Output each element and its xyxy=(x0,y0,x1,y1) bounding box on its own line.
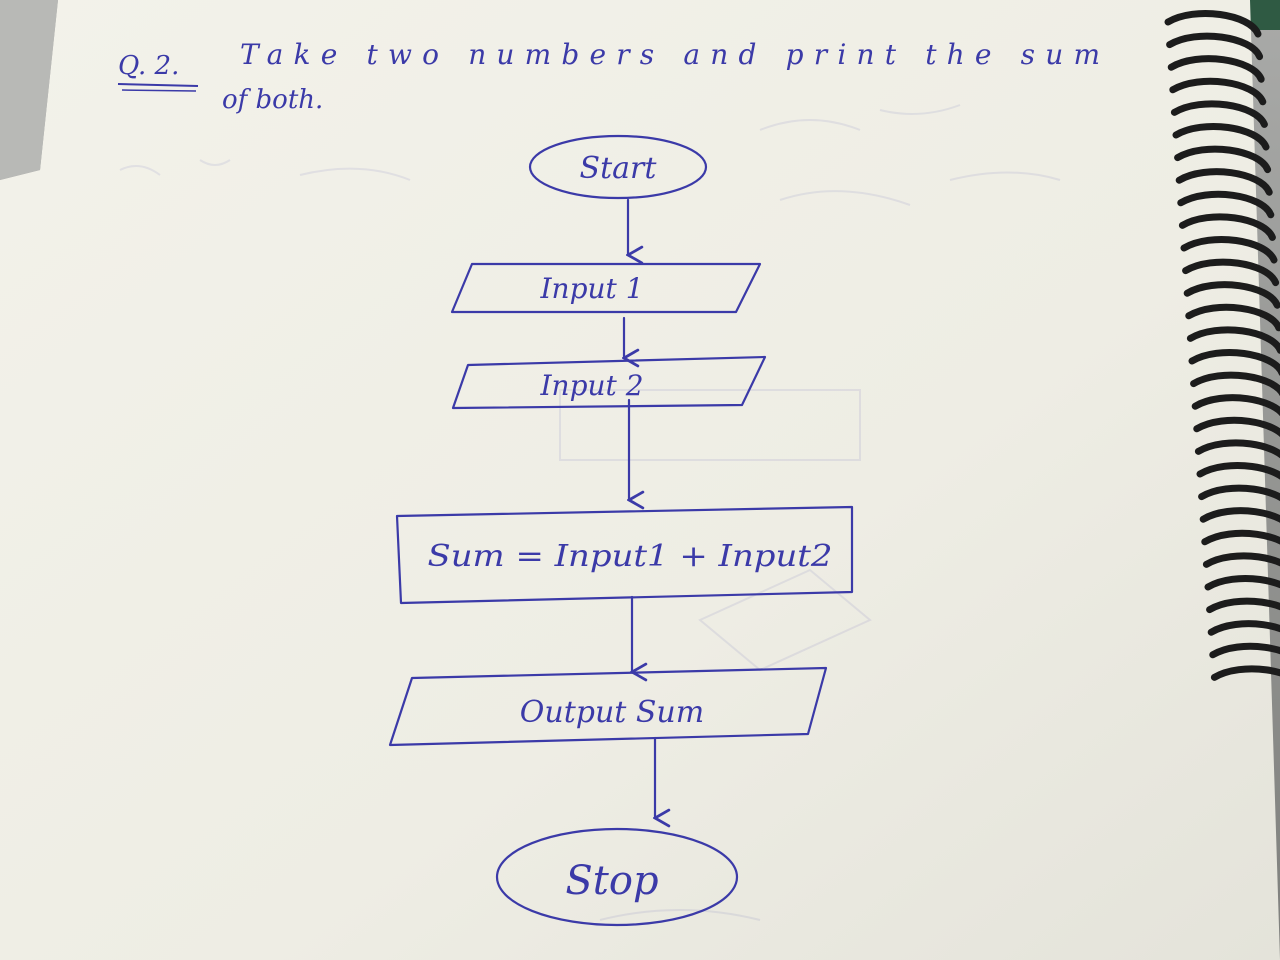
output-shape xyxy=(388,666,828,747)
spiral-loop xyxy=(1201,529,1280,546)
spiral-loop xyxy=(1202,552,1280,568)
spiral-loop xyxy=(1210,665,1280,681)
input2-label: Input 2 xyxy=(539,369,643,402)
spiral-loop xyxy=(1209,642,1280,659)
show-through-marks xyxy=(119,104,1061,921)
stop-label: Stop xyxy=(565,858,658,904)
flowchart xyxy=(388,134,854,927)
question-label-underline-2 xyxy=(121,89,197,92)
spiral-loop xyxy=(1204,574,1280,591)
spiral-loop xyxy=(1207,620,1280,636)
spiral-loop xyxy=(1186,326,1280,354)
spiral-loop xyxy=(1199,507,1280,524)
spiral-loop xyxy=(1194,439,1280,459)
stop-terminal xyxy=(495,827,739,927)
spiral-binding xyxy=(1164,9,1280,681)
spiral-loop xyxy=(1183,281,1280,309)
spiral-loop xyxy=(1193,416,1280,438)
spiral-loop xyxy=(1182,258,1280,287)
process-shape xyxy=(395,505,854,605)
input1-shape xyxy=(450,262,762,314)
spiral-loop xyxy=(1180,235,1278,264)
page-left-edge-shadow xyxy=(0,0,58,180)
flowchart-labels: Start Input 1 Input 2 Sum = Input1 + Inp… xyxy=(428,151,833,904)
process-label: Sum = Input1 + Input2 xyxy=(428,539,833,574)
spiral-loop xyxy=(1196,461,1280,480)
spiral-loop xyxy=(1166,32,1264,61)
spiral-loop xyxy=(1170,100,1268,128)
question-line-2: of both. xyxy=(222,85,323,115)
output-label: Output Sum xyxy=(520,695,704,730)
start-terminal xyxy=(528,134,708,200)
spiral-loop xyxy=(1167,55,1265,83)
spiral-loop xyxy=(1177,190,1275,219)
spiral-loop xyxy=(1172,122,1270,151)
input1-label: Input 1 xyxy=(539,272,643,305)
spiral-loop xyxy=(1174,145,1272,174)
input2-shape xyxy=(451,355,767,410)
spiral-loop xyxy=(1190,371,1280,397)
spiral-loop xyxy=(1175,168,1273,196)
spiral-loop xyxy=(1164,9,1262,38)
spiral-loop xyxy=(1178,213,1276,241)
spiral-loop xyxy=(1206,597,1280,614)
spiral-loop xyxy=(1185,303,1280,332)
question-label-underline xyxy=(117,83,199,87)
spiral-loop xyxy=(1198,484,1280,502)
start-label: Start xyxy=(580,151,658,186)
question-label: Q. 2. xyxy=(118,51,179,81)
spiral-loop xyxy=(1188,348,1280,376)
spiral-loop xyxy=(1191,394,1280,417)
spiral-loop xyxy=(1169,77,1267,106)
